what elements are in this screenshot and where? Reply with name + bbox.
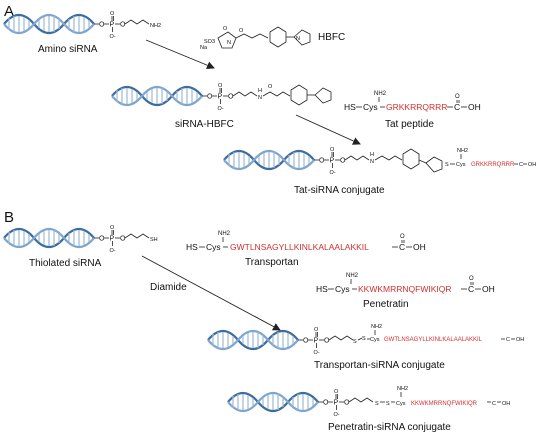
transportan-structure: NH2 HS Cys GWTLNSAGYLLKINLKALAALAKKIL C … <box>186 231 426 252</box>
svg-text:O: O <box>455 94 460 100</box>
svg-text:Cys: Cys <box>456 162 466 168</box>
reaction-arrow-icon <box>295 114 361 145</box>
amino-sirna-label: Amino siRNA <box>38 44 98 55</box>
diamide-label: Diamide <box>150 282 187 293</box>
svg-text:OH: OH <box>502 401 510 407</box>
svg-text:Na: Na <box>200 45 208 51</box>
amine-group: NH2 <box>150 23 161 29</box>
svg-text:OH: OH <box>528 162 536 168</box>
svg-text:Cys: Cys <box>206 242 221 252</box>
penetratin-conjugate-label: Penetratin-siRNA conjugate <box>328 422 451 433</box>
tat-conjugate-label: Tat-siRNA conjugate <box>294 185 385 196</box>
hbfc-structure: SO3 Na N O O N <box>200 26 311 51</box>
svg-text:OH: OH <box>516 337 524 343</box>
hbfc-label: HBFC <box>318 32 345 43</box>
svg-text:OH: OH <box>482 284 495 294</box>
svg-text:C: C <box>519 162 523 168</box>
svg-text:NH2: NH2 <box>397 386 408 392</box>
thiolated-sirna-label: Thiolated siRNA <box>29 258 102 269</box>
thiol-group: SH <box>150 237 158 243</box>
tat-sequence: GRKKRRQRRR <box>471 162 515 168</box>
svg-text:O: O <box>239 28 244 34</box>
svg-text:Cys: Cys <box>396 401 406 407</box>
svg-text:O: O <box>400 234 405 240</box>
penetratin-sequence: KKWKMRRNQFWIKIQR <box>411 401 478 407</box>
svg-text:NH2: NH2 <box>346 273 359 279</box>
maleimide-ring-icon <box>293 29 311 46</box>
succinimide-ring-icon <box>217 31 237 49</box>
svg-text:HS: HS <box>186 242 198 252</box>
svg-text:NH2: NH2 <box>218 231 231 237</box>
dna-helix-icon <box>206 329 300 351</box>
svg-text:N: N <box>227 40 231 46</box>
svg-text:N: N <box>370 159 374 165</box>
maleimide-ring-icon <box>425 156 443 173</box>
svg-text:O: O <box>469 276 474 282</box>
benzene-ring-icon <box>402 148 420 170</box>
benzene-ring-icon <box>290 84 308 106</box>
svg-text:O: O <box>268 84 273 90</box>
svg-text:S: S <box>445 162 449 168</box>
tat-peptide-label: Tat peptide <box>385 119 434 130</box>
svg-text:NH2: NH2 <box>371 324 382 330</box>
svg-text:HS: HS <box>316 284 328 294</box>
benzene-ring-icon <box>269 26 287 48</box>
svg-text:SO3: SO3 <box>204 39 215 45</box>
penetratin-sequence: KKWKMRRNQFWIKIQR <box>358 284 452 294</box>
svg-text:OH: OH <box>413 242 426 252</box>
svg-text:N: N <box>258 95 262 101</box>
svg-text:O: O <box>223 26 228 32</box>
reaction-arrow-icon <box>141 255 281 331</box>
sirna-hbfc-label: siRNA-HBFC <box>175 119 234 130</box>
tat-peptide-structure: NH2 HS Cys GRKKRRQRRR C O OH <box>344 91 481 112</box>
svg-text:N: N <box>296 36 300 42</box>
transportan-sequence: GWTLNSAGYLLKINLKALAALAKKIL <box>384 337 483 343</box>
svg-text:C: C <box>468 284 474 294</box>
svg-text:H: H <box>258 88 262 94</box>
penetratin-structure: NH2 HS Cys KKWKMRRNQFWIKIQR C O OH <box>316 273 495 294</box>
tat-sequence: GRKKRRQRRR <box>386 102 447 112</box>
svg-text:OH: OH <box>468 102 481 112</box>
dna-helix-icon <box>226 391 320 413</box>
svg-text:C: C <box>399 242 405 252</box>
svg-text:NH2: NH2 <box>457 148 468 154</box>
svg-text:HS: HS <box>344 102 356 112</box>
svg-text:C: C <box>454 102 460 112</box>
svg-text:C: C <box>492 401 496 407</box>
svg-text:C: C <box>506 337 510 343</box>
svg-text:H: H <box>370 152 374 158</box>
svg-text:S: S <box>353 339 357 345</box>
dna-helix-icon <box>222 149 316 171</box>
svg-text:Cys: Cys <box>363 102 378 112</box>
svg-text:Cys: Cys <box>335 284 350 294</box>
svg-text:S: S <box>375 401 379 407</box>
svg-text:S: S <box>386 401 390 407</box>
dna-helix-icon <box>2 13 96 35</box>
penetratin-label: Penetratin <box>363 299 409 310</box>
reaction-arrow-icon <box>145 39 215 70</box>
maleimide-ring-icon <box>314 87 332 104</box>
dna-helix-icon <box>2 227 96 249</box>
transportan-label: Transportan <box>245 257 299 268</box>
transportan-conjugate-label: Transportan-siRNA conjugate <box>314 360 445 371</box>
svg-text:S: S <box>362 336 366 342</box>
panel-label-b: B <box>4 209 14 226</box>
panel-label-a: A <box>4 3 14 20</box>
dna-helix-icon <box>110 85 204 107</box>
svg-text:Cys: Cys <box>370 337 380 343</box>
svg-text:NH2: NH2 <box>374 91 387 97</box>
transportan-sequence: GWTLNSAGYLLKINLKALAALAKKIL <box>230 242 369 252</box>
